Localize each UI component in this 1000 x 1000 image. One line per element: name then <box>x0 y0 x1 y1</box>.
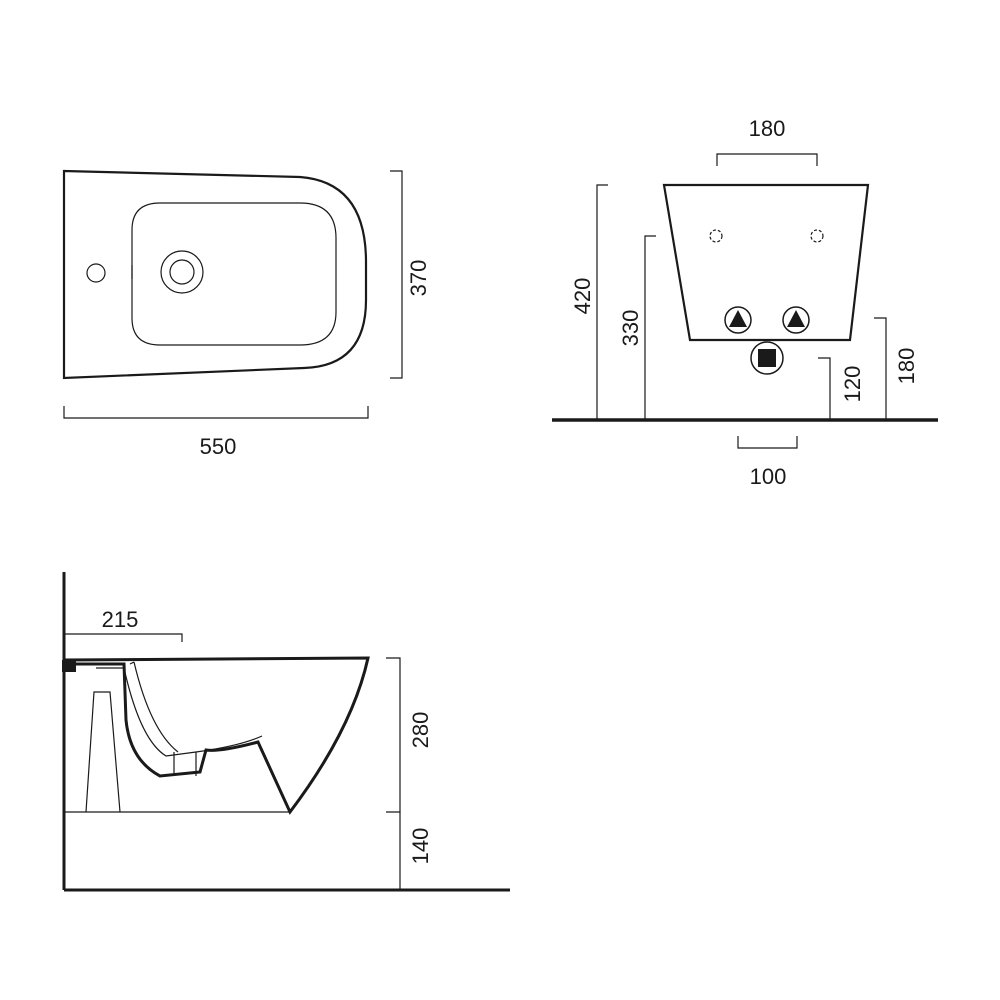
top-view-bowl <box>131 202 337 346</box>
bowl-height-label: 280 <box>408 712 433 749</box>
height-label: 420 <box>570 278 595 315</box>
width-label: 550 <box>200 434 237 459</box>
inlet-height-dimension <box>874 317 887 420</box>
inlet-height-label: 180 <box>894 348 919 385</box>
tap-hole <box>86 263 106 283</box>
supply-height-dimension <box>644 235 656 420</box>
drain-spacing-label: 100 <box>750 464 787 489</box>
width-dimension <box>63 406 369 419</box>
depth-label: 370 <box>406 260 431 297</box>
floor-height-label: 140 <box>408 828 433 865</box>
bowl-profile <box>63 656 370 815</box>
side-view: 215 280 140 <box>62 572 510 892</box>
fixing-hole-left <box>709 229 723 243</box>
rear-view-body <box>662 183 870 342</box>
wall-bracket <box>85 691 121 813</box>
drain-spacing-dimension <box>737 436 798 449</box>
height-dimension <box>596 184 608 420</box>
rear-view: 180 420 330 120 180 100 <box>552 116 938 489</box>
drain-outer <box>160 250 204 294</box>
fixing-spacing-label: 180 <box>749 116 786 141</box>
top-view-outline <box>62 169 368 380</box>
supply-height-label: 330 <box>618 310 643 347</box>
offset-dimension <box>64 633 183 642</box>
depth-dimension <box>390 170 403 379</box>
fixing-spacing-dimension <box>716 153 818 166</box>
offset-label: 215 <box>102 607 139 632</box>
top-view: 370 550 <box>62 169 431 459</box>
drain-inner <box>169 259 195 285</box>
bowl-height-dimension <box>386 657 401 813</box>
drain-height-dimension <box>818 357 831 420</box>
fixing-hole-right <box>810 229 824 243</box>
drain-height-label: 120 <box>840 366 865 403</box>
